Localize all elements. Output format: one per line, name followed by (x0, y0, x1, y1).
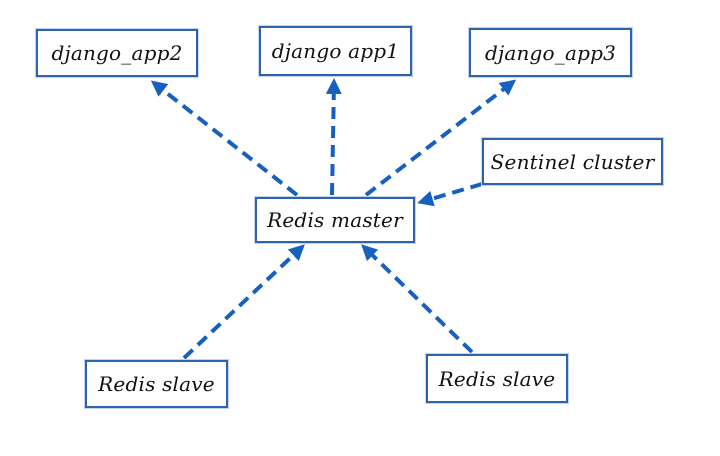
edge-sentinel-to-master (417, 182, 483, 207)
node-django-app1: django app1 (259, 26, 412, 76)
node-redis-slave-left-label: Redis slave (98, 372, 215, 396)
edge-master-to-app2 (150, 80, 299, 197)
edge-slave-right-to-master (361, 244, 474, 354)
edge-master-to-app3 (364, 79, 517, 197)
node-django-app2-label: django_app2 (51, 41, 183, 65)
node-redis-slave-right: Redis slave (426, 354, 568, 403)
node-sentinel-cluster: Sentinel cluster (482, 138, 663, 185)
edge-master-to-app1 (325, 78, 342, 196)
node-django-app2: django_app2 (36, 29, 198, 77)
node-redis-master: Redis master (255, 197, 415, 243)
node-django-app1-label: django app1 (271, 39, 400, 63)
edge-slave-left-to-master (182, 244, 305, 360)
node-django-app3: django_app3 (469, 28, 632, 77)
node-sentinel-cluster-label: Sentinel cluster (490, 149, 655, 174)
node-django-app3-label: django_app3 (484, 40, 617, 65)
node-redis-slave-left: Redis slave (85, 360, 228, 408)
node-redis-slave-right-label: Redis slave (438, 366, 556, 391)
node-redis-master-label: Redis master (267, 208, 403, 232)
